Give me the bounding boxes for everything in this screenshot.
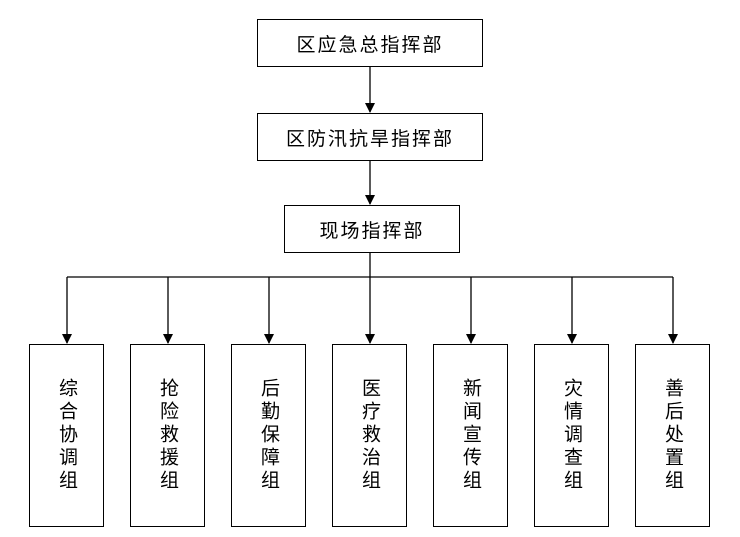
node-district-emergency-command: 区应急总指挥部 (257, 19, 483, 67)
node-label: 区防汛抗旱指挥部 (285, 127, 454, 150)
node-label: 现场指挥部 (319, 219, 425, 242)
group-medical: 医疗救治组 (332, 344, 407, 527)
group-aftermath: 善后处置组 (635, 344, 710, 527)
group-label: 医疗救治组 (359, 378, 381, 493)
group-label: 后勤保障组 (258, 378, 280, 493)
group-label: 抢险救援组 (157, 378, 179, 493)
group-publicity: 新闻宣传组 (433, 344, 508, 527)
group-disaster-survey: 灾情调查组 (534, 344, 609, 527)
group-label: 综合协调组 (56, 378, 78, 493)
node-onsite-command: 现场指挥部 (284, 205, 460, 253)
node-label: 区应急总指挥部 (296, 33, 444, 56)
group-label: 灾情调查组 (561, 378, 583, 493)
group-rescue: 抢险救援组 (130, 344, 205, 527)
group-logistics: 后勤保障组 (231, 344, 306, 527)
group-label: 善后处置组 (662, 378, 684, 493)
group-coordination: 综合协调组 (29, 344, 104, 527)
group-label: 新闻宣传组 (460, 378, 482, 493)
node-flood-drought-command: 区防汛抗旱指挥部 (257, 113, 483, 161)
